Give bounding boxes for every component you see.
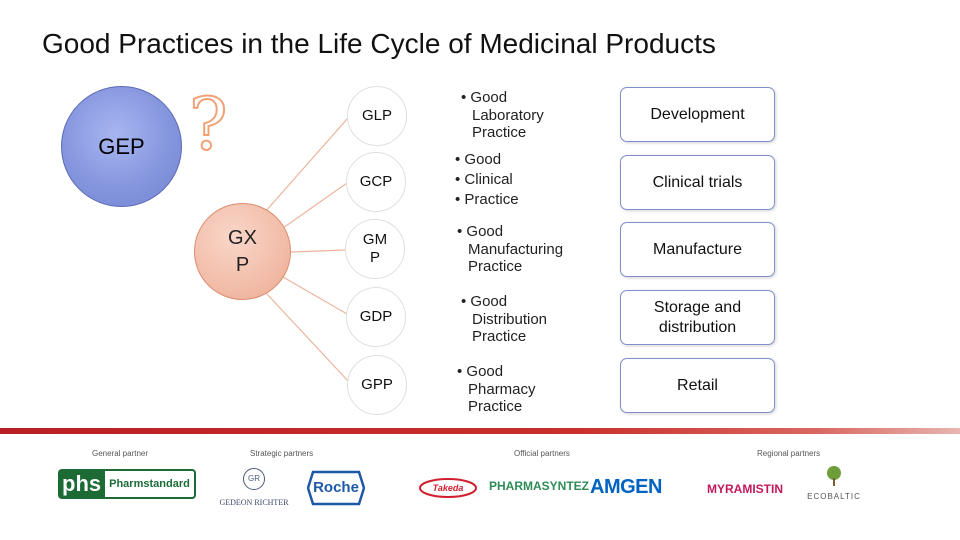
practice-abbr: GDP [359,308,393,325]
amgen-logo: AMGEN [590,476,662,498]
practice-circle-gdp: GDP [346,287,406,347]
regional-partners-label: Regional partners [757,449,821,458]
practice-circle-gcp: GCP [346,152,406,212]
gedeon-mark: GR [248,474,260,483]
pharmasyntez-wordmark: PHARMASYNTEZ [489,479,590,493]
gedeon-richter-emblem: GR [243,468,265,490]
practice-description-gcp: • Good • Clinical • Practice [455,150,615,210]
official-partners-label: Official partners [514,449,570,458]
practice-circle-gmp: GM P [345,219,405,279]
stage-storage-distribution: Storage and distribution [620,290,775,345]
practice-description-glp: • Good Laboratory Practice [461,89,621,142]
gedeon-richter-logo: GR GEDEON RICHTER [216,468,292,510]
practice-description-gdp: • Good Distribution Practice [461,293,621,346]
footer-divider [0,428,960,434]
description-line: Practice [468,258,523,275]
takeda-logo: Takeda [418,477,478,499]
gep-circle: GEP [61,86,182,207]
description-line: Practice [472,124,527,141]
ecobaltic-wordmark: ECOBALTIC [807,492,861,501]
gxp-label: GX P [228,226,257,276]
ecobaltic-tree-icon [827,466,841,486]
description-line: • Good [457,223,504,240]
stage-label: Clinical trials [652,173,743,191]
stage-retail: Retail [620,358,775,413]
practice-abbr: GPP [361,376,393,393]
description-line: • Good [457,363,504,380]
description-line: • Clinical [455,171,513,188]
practice-circle-gpp: GPP [347,355,407,415]
description-line: Practice [468,398,523,415]
myramistin-logo: MYRAMISTIN [707,482,783,496]
practice-abbr: GLP [361,107,392,124]
practice-description-gmp: • Good Manufacturing Practice [457,223,617,276]
stage-label: Retail [677,376,718,394]
practice-description-gpp: • Good Pharmacy Practice [457,363,617,416]
roche-logo: Roche [307,470,365,506]
stage-label: Storage and distribution [653,298,742,336]
page-title: Good Practices in the Life Cycle of Medi… [42,28,716,59]
description-line: • Practice [455,191,519,208]
description-line: • Good [461,293,508,310]
practice-abbr: GCP [359,173,393,190]
gep-label: GEP [98,133,145,159]
general-partner-label: General partner [92,449,149,458]
gxp-circle: GX P [194,203,291,300]
stage-clinical-trials: Clinical trials [620,155,775,210]
takeda-ellipse-icon [419,478,477,498]
description-line: Manufacturing [468,240,564,258]
gedeon-richter-wordmark: GEDEON RICHTER [219,498,289,507]
description-line: Practice [472,328,527,345]
roche-hexagon-icon [307,470,365,506]
practice-abbr: GM P [362,231,388,266]
question-mark-icon: ? [188,82,229,166]
description-line: Pharmacy [468,380,536,398]
stage-label: Development [650,105,745,123]
description-line: • Good [461,89,508,106]
practice-circle-glp: GLP [347,86,407,146]
strategic-partners-label: Strategic partners [250,449,314,458]
pharmstandard-logo: phs Pharmstandard [58,469,196,499]
stage-label: Manufacture [653,240,742,258]
roche-wordmark: Roche [313,479,359,496]
pharmasyntez-logo: PHARMASYNTEZ [487,470,589,502]
ecobaltic-logo: ECOBALTIC [802,465,866,507]
description-line: Distribution [472,310,548,328]
phs-mark: phs [58,469,106,499]
description-line: • Good [455,151,502,168]
stage-development: Development [620,87,775,142]
description-line: Laboratory [472,106,544,124]
pharmstandard-wordmark: Pharmstandard [105,469,196,499]
takeda-wordmark: Takeda [432,483,464,493]
stage-manufacture: Manufacture [620,222,775,277]
